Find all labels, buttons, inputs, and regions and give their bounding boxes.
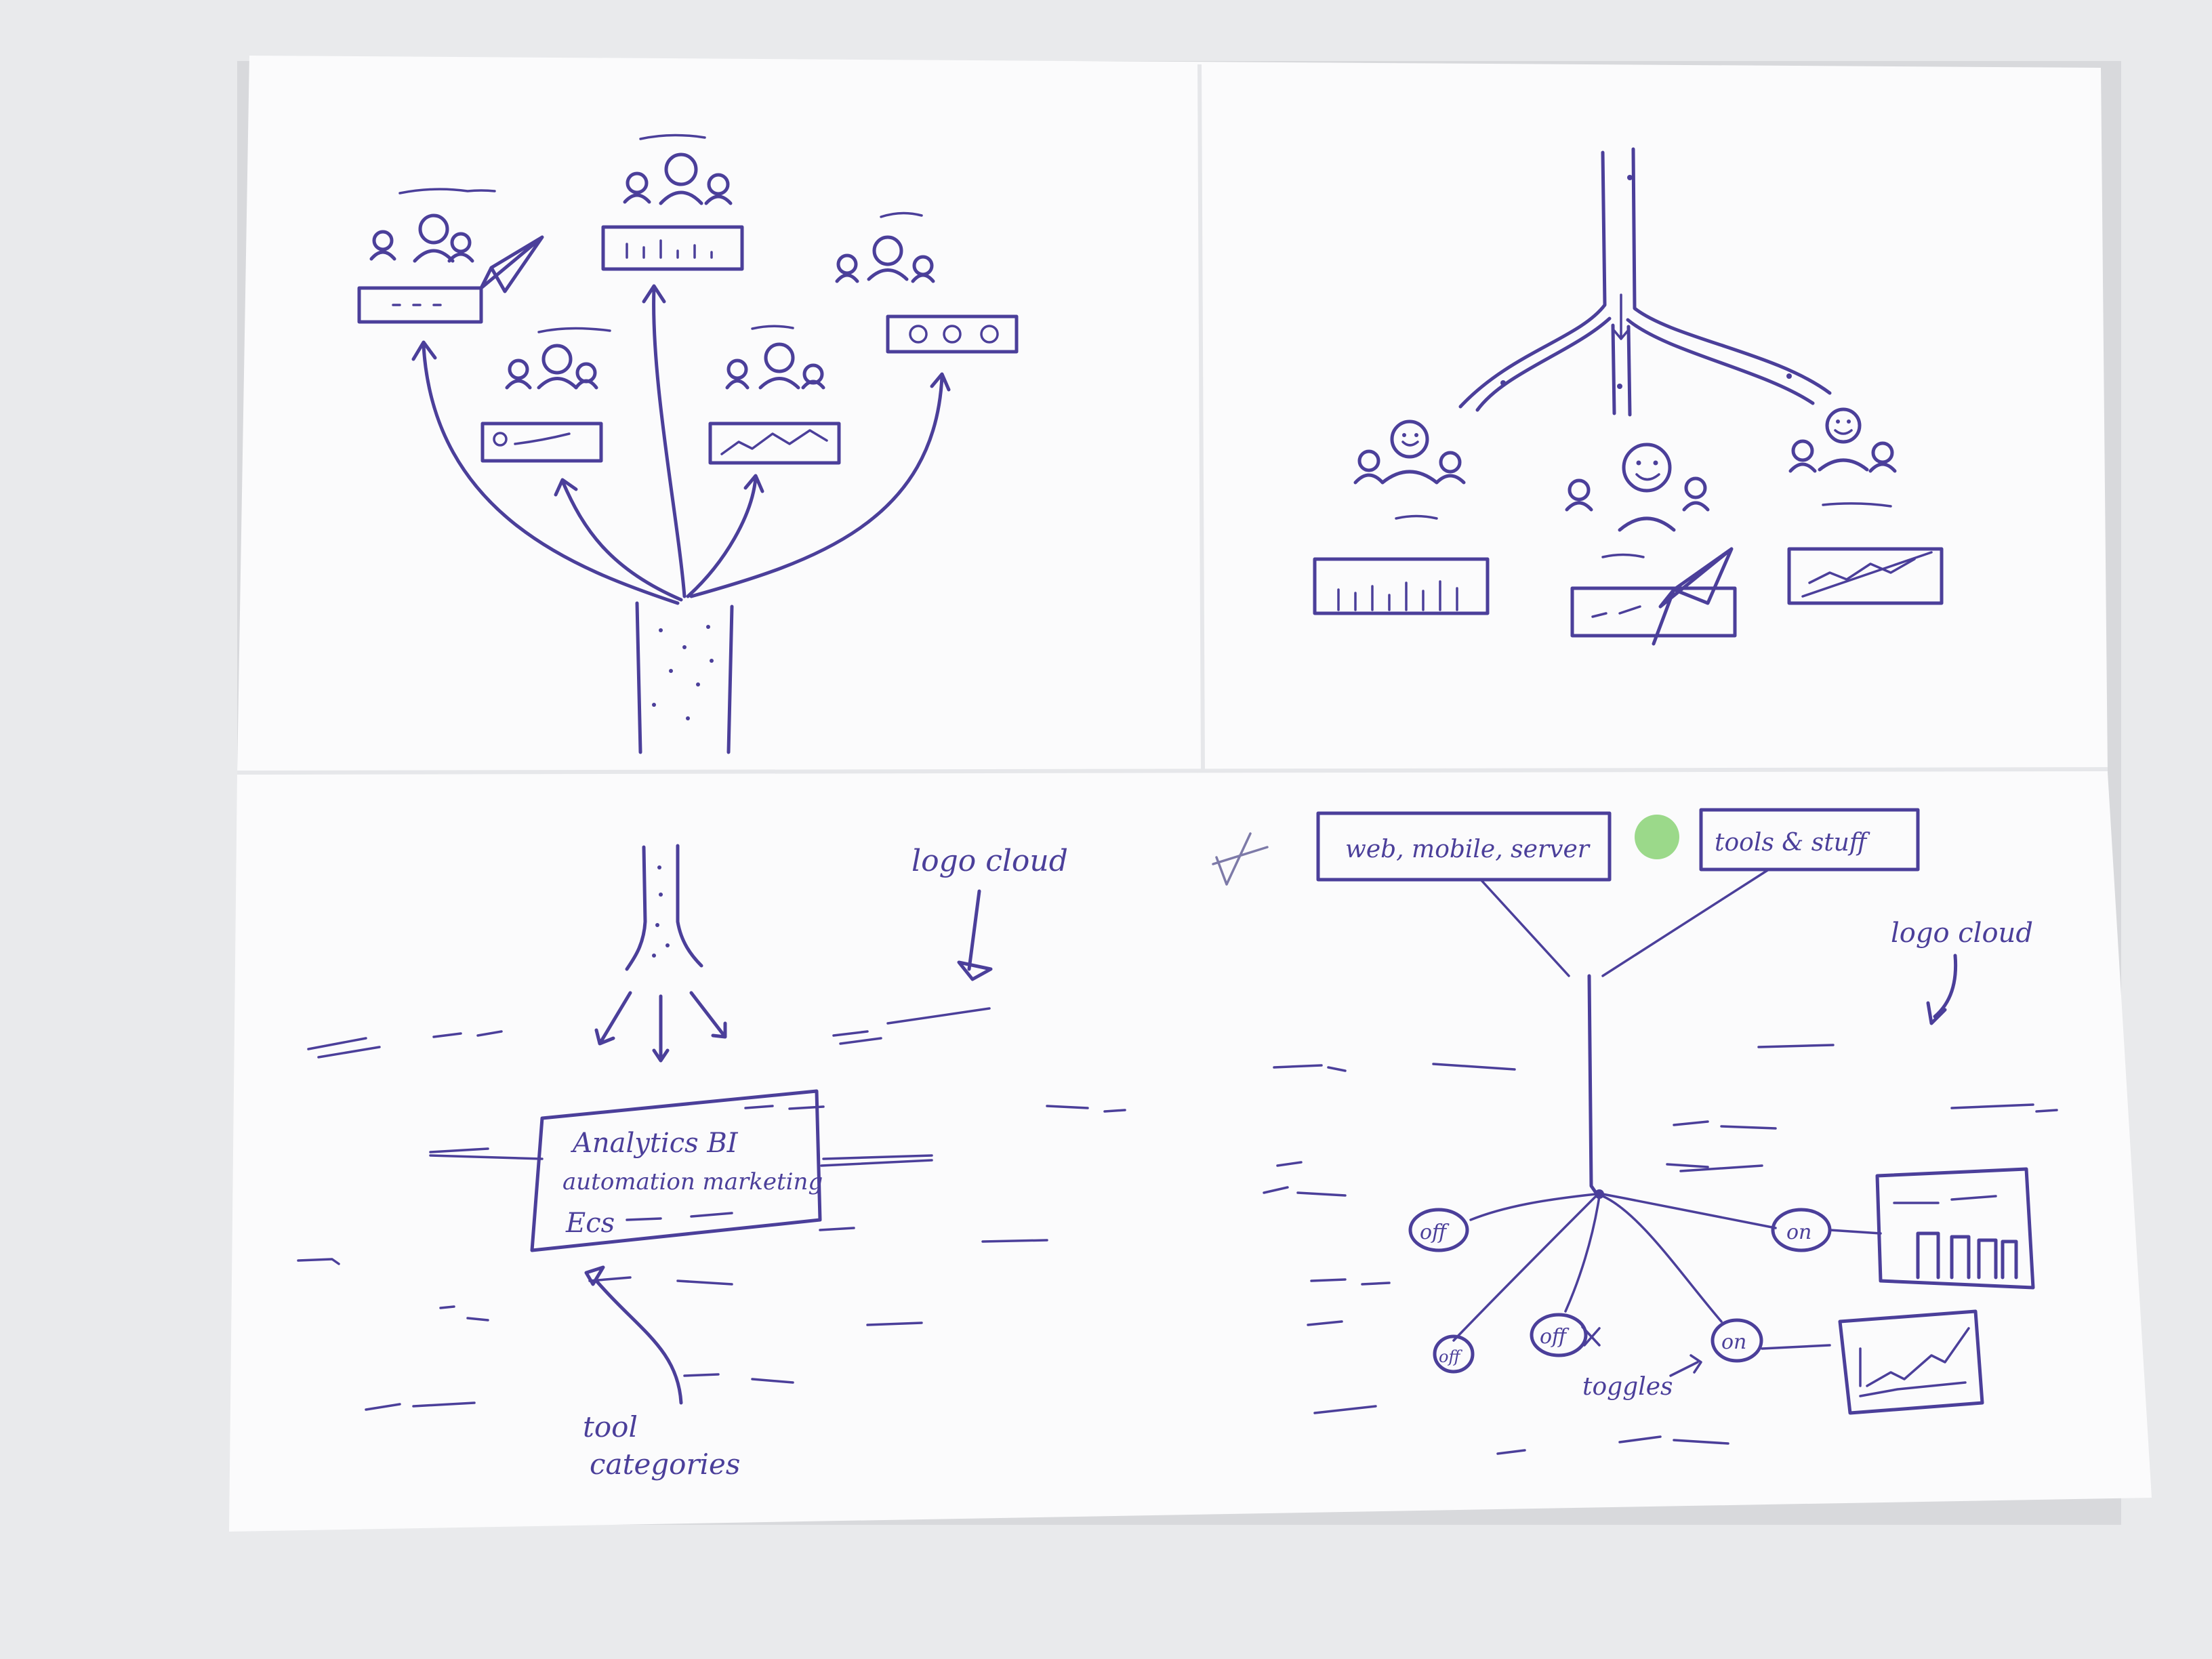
- check-mark-icon: [1212, 832, 1269, 886]
- platform-connectors: [1479, 868, 1770, 977]
- arrowhead: [930, 372, 951, 392]
- toggle-label: off: [1439, 1347, 1462, 1366]
- connector-on-2: [1761, 1344, 1831, 1350]
- category-row-2: automation marketing: [562, 1168, 823, 1195]
- segment-card-left: [1313, 419, 1490, 615]
- toggle-off-1[interactable]: off: [1408, 1208, 1469, 1252]
- tool-categories-note-line1: tool: [583, 1410, 638, 1443]
- toggle-label: off: [1420, 1221, 1450, 1244]
- toggle-label: off: [1540, 1325, 1570, 1349]
- audience-card-5: [708, 325, 841, 465]
- category-row-1: Analytics BI: [570, 1128, 739, 1159]
- card-box: [1313, 557, 1490, 615]
- stem-dots: [652, 865, 670, 958]
- root-right-outer: [1631, 147, 1832, 395]
- category-row-3: Ecs: [565, 1208, 615, 1239]
- toggles-note: toggles: [1582, 1373, 1673, 1401]
- paper-plane-icon: [479, 235, 544, 293]
- card-box: [708, 422, 841, 465]
- segment-card-middle: [1565, 443, 1737, 646]
- audience-card-1: [357, 188, 544, 324]
- segment-card-right: [1787, 407, 1944, 605]
- card-box: [601, 225, 744, 271]
- toggle-off-2[interactable]: off: [1433, 1334, 1475, 1374]
- card-box: [357, 286, 483, 324]
- arrow-down: [1613, 293, 1629, 340]
- branch-4: [686, 476, 758, 598]
- quadrant-bottom-right-toggles: web, mobile, server tools & stuff logo c…: [1212, 808, 2058, 1455]
- tool-categories-note-line2: categories: [590, 1448, 740, 1481]
- audience-card-3: [835, 211, 1019, 354]
- platform-box-left: [1316, 811, 1612, 882]
- main-stem: [1587, 974, 1598, 1195]
- arrowhead: [411, 340, 437, 361]
- branch-3: [652, 286, 687, 598]
- trunk-dots: [652, 625, 714, 720]
- category-box-outline: [530, 1089, 822, 1252]
- toggle-label: on: [1721, 1330, 1746, 1354]
- branch-to-toggle-3: [1564, 1195, 1601, 1313]
- platform-box-right-label: tools & stuff: [1715, 829, 1870, 857]
- arrowhead: [642, 284, 666, 304]
- close-icon: [1581, 1326, 1601, 1347]
- arrow-down: [652, 994, 670, 1063]
- arrow-down: [594, 991, 632, 1046]
- branch-1: [422, 344, 680, 605]
- branch-to-toggle-1: [1469, 1193, 1597, 1221]
- logo-cloud-note: logo cloud: [912, 844, 1068, 878]
- audience-card-2: [601, 134, 744, 271]
- arrow-down: [689, 991, 727, 1039]
- quadrant-top-right-roots: [1313, 147, 1944, 646]
- green-dot-marker: [1635, 815, 1679, 859]
- tree-trunk: [635, 601, 734, 754]
- arrow-to-logo-cloud: [957, 889, 993, 981]
- connector-on-1: [1828, 1229, 1882, 1235]
- quadrant-top-left-tree: [357, 134, 1019, 754]
- widget-line-chart-card: [1838, 1309, 1984, 1415]
- paper-sheets: [229, 56, 2152, 1532]
- arrowhead: [743, 474, 764, 493]
- platform-box-left-label: web, mobile, server: [1345, 836, 1591, 863]
- root-right-inner: [1626, 318, 1815, 405]
- paper-sheet: [229, 56, 2152, 1532]
- stem-left: [625, 845, 647, 971]
- arrow-to-category-box: [584, 1265, 683, 1405]
- toggle-on-2[interactable]: on: [1711, 1318, 1763, 1363]
- branch-to-toggle-2: [1452, 1195, 1597, 1342]
- paper-plane-icon: [1652, 547, 1734, 646]
- branch-to-toggle-5: [1601, 1193, 1777, 1229]
- arrowhead: [554, 478, 578, 497]
- card-box: [1787, 547, 1944, 605]
- root-left-outer: [1458, 150, 1607, 409]
- platform-box-right: [1699, 808, 1920, 872]
- toggle-off-3[interactable]: off: [1530, 1313, 1601, 1357]
- card-box: [480, 422, 603, 463]
- audience-card-4: [480, 327, 611, 463]
- logo-cloud-scribbles-right: [1263, 1044, 2058, 1455]
- branch-5: [689, 374, 944, 598]
- logo-cloud-note-right: logo cloud: [1891, 918, 2033, 949]
- toggle-label: on: [1786, 1221, 1811, 1244]
- branch-2: [560, 479, 683, 602]
- root-center: [1611, 323, 1632, 417]
- card-box: [886, 314, 1019, 354]
- category-box: Analytics BI automation marketing Ecs: [429, 1089, 933, 1252]
- root-left-inner: [1475, 316, 1612, 412]
- stem-right: [676, 844, 703, 968]
- branch-to-toggle-4: [1601, 1195, 1723, 1323]
- vertical-fold: [1197, 64, 1205, 773]
- card-box: [1570, 586, 1737, 638]
- horizontal-fold: [237, 767, 2108, 775]
- quadrant-bottom-left-categories: logo cloud Analytics BI automation marke…: [297, 844, 1126, 1481]
- logo-cloud-scribbles: [297, 1007, 1126, 1411]
- arrow-to-logo-cloud: [1926, 954, 1958, 1025]
- widget-bar-chart-card: [1875, 1167, 2035, 1290]
- scribble-label: [398, 188, 496, 194]
- arrow-to-toggle: [1669, 1354, 1702, 1377]
